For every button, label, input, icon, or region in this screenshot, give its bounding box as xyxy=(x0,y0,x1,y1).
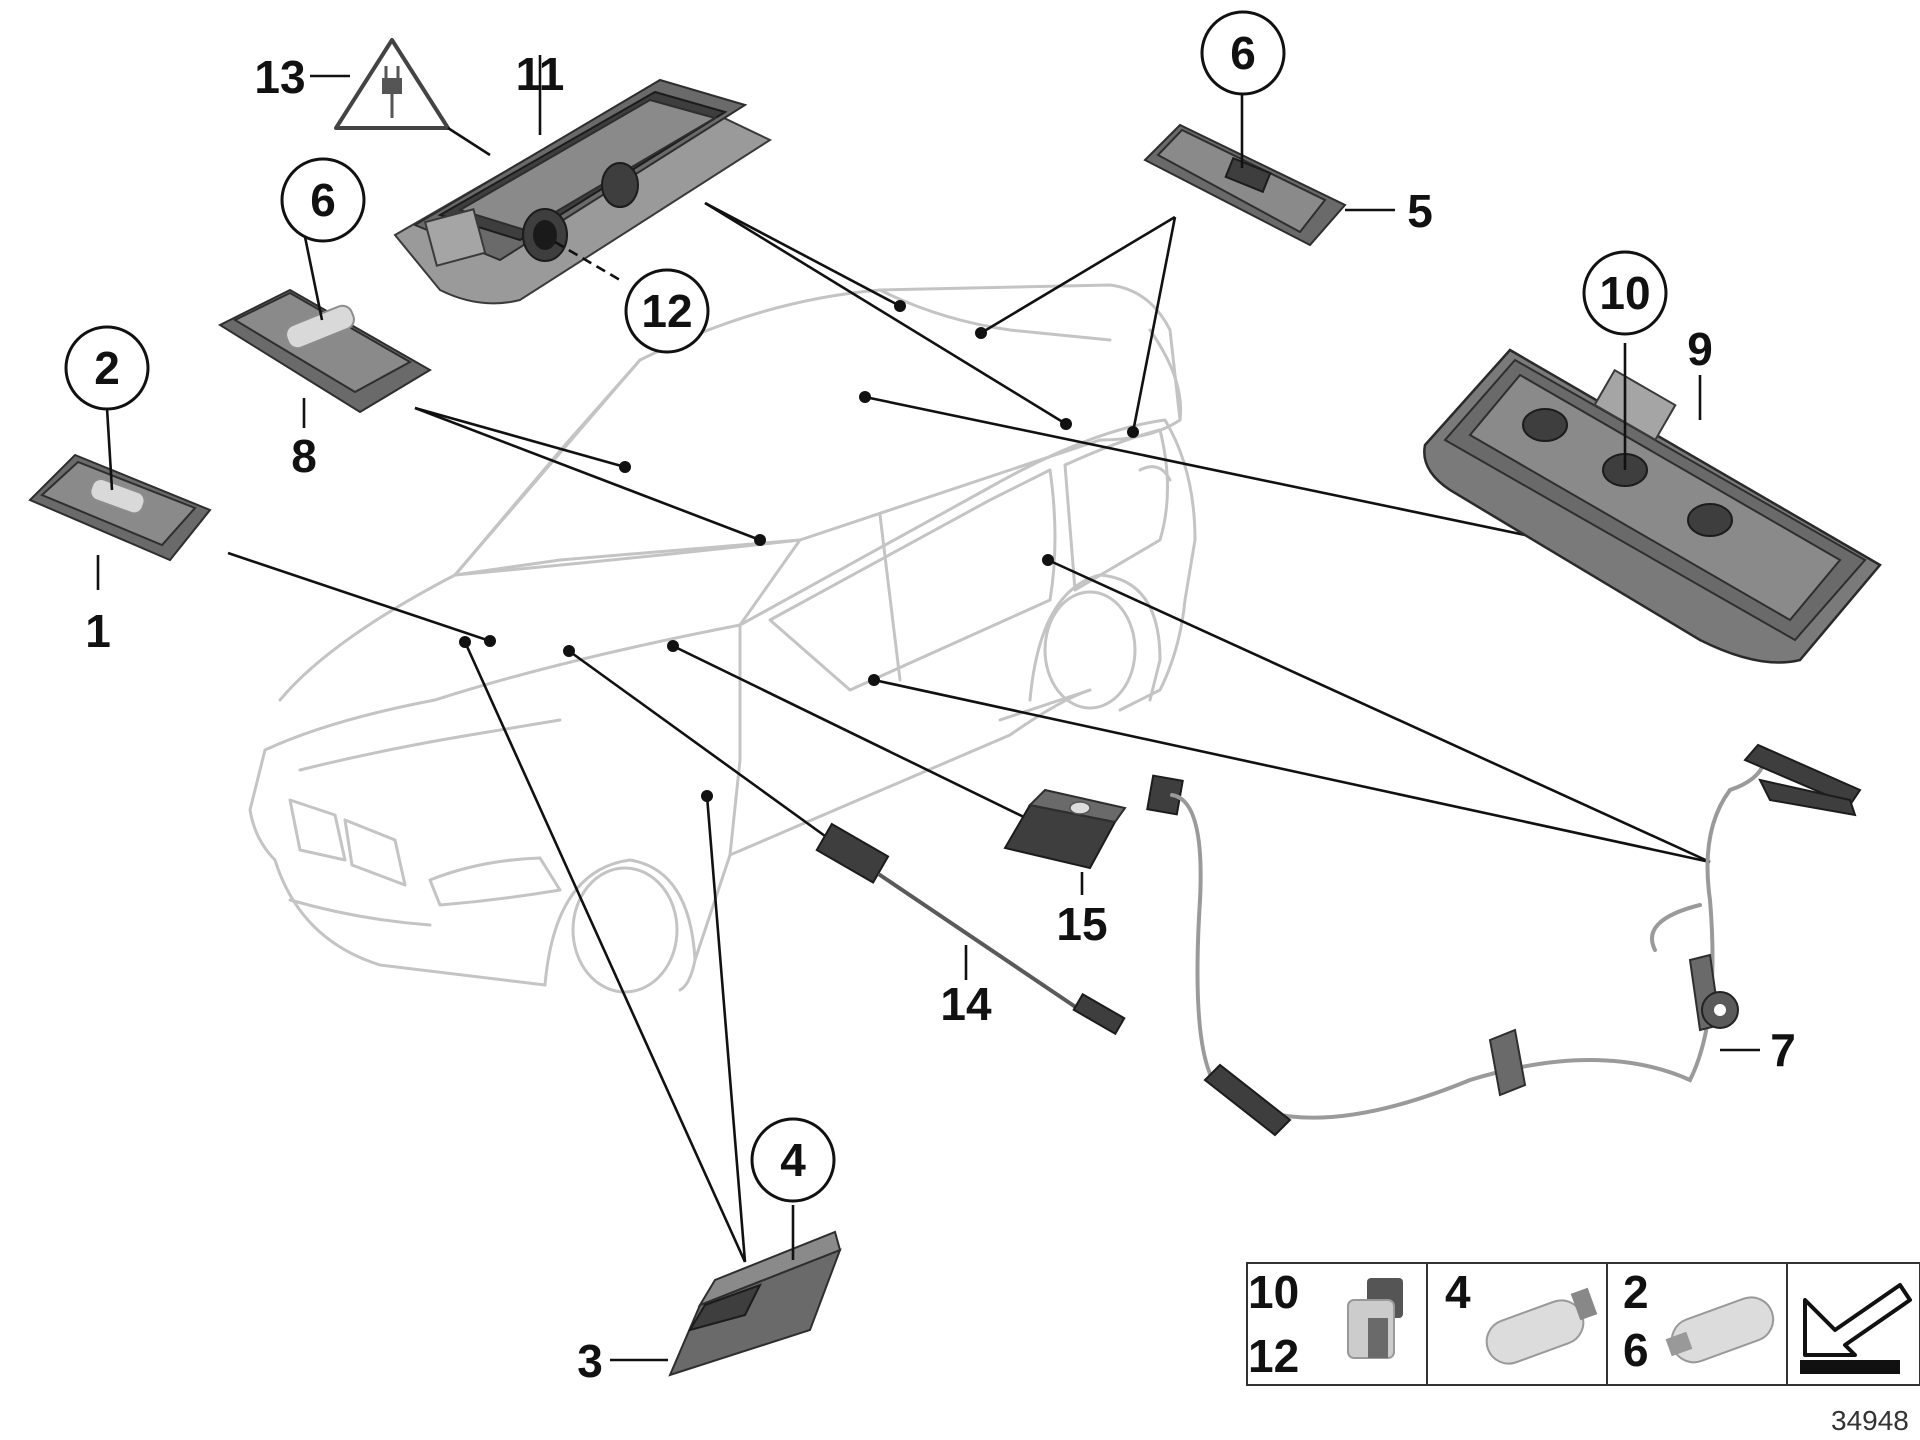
callouts: 6 6 12 2 10 4 13 11 5 9 8 1 15 14 7 3 xyxy=(64,10,1796,1387)
callout-1: 1 xyxy=(85,605,111,657)
part-11-overhead-module xyxy=(393,55,773,305)
part-5-courtesy-light xyxy=(1143,95,1395,247)
legend-cell1-top: 10 xyxy=(1248,1266,1299,1318)
part-1-footwell-light xyxy=(28,407,212,590)
diagram-reference-number: 34948 xyxy=(1831,1405,1909,1436)
callout-5: 5 xyxy=(1407,185,1433,237)
callout-11: 11 xyxy=(516,48,565,100)
legend-cell1-bottom: 12 xyxy=(1248,1330,1299,1382)
callout-14: 14 xyxy=(940,978,992,1030)
part-8-reading-light xyxy=(217,231,432,428)
callout-15: 15 xyxy=(1056,898,1107,950)
wedge-bulb-icon xyxy=(1347,1278,1403,1359)
callout-8: 8 xyxy=(291,430,317,482)
part-15-module xyxy=(1003,788,1127,895)
leader-lines xyxy=(227,201,1711,1263)
callout-12: 12 xyxy=(641,285,692,337)
direction-arrow-icon xyxy=(1800,1283,1912,1374)
callout-6-left: 6 xyxy=(310,174,336,226)
festoon-bulb-icon-2 xyxy=(1665,1296,1775,1364)
legend-cell3-top: 2 xyxy=(1623,1266,1649,1318)
callout-10: 10 xyxy=(1599,267,1650,319)
car-outline xyxy=(248,283,1197,994)
callout-9: 9 xyxy=(1687,323,1713,375)
legend-cell3-bottom: 6 xyxy=(1623,1324,1649,1376)
festoon-bulb-icon xyxy=(1485,1287,1598,1365)
callout-2: 2 xyxy=(94,342,120,394)
callout-3: 3 xyxy=(577,1335,603,1387)
callout-7: 7 xyxy=(1770,1024,1796,1076)
callout-13: 13 xyxy=(254,51,305,103)
part-9-rear-interior-light xyxy=(1423,343,1882,664)
bulb-legend-table: 10 12 4 2 6 xyxy=(1246,1262,1920,1386)
callout-6-top-right: 6 xyxy=(1230,27,1256,79)
callout-4: 4 xyxy=(780,1134,806,1186)
part-14-cable xyxy=(815,822,1126,1036)
part-3-luggage-light xyxy=(610,1205,842,1377)
electrical-plug-warning-icon xyxy=(310,38,491,157)
legend-cell2-top: 4 xyxy=(1445,1266,1471,1318)
part-7-wiring-harness xyxy=(1146,743,1862,1137)
